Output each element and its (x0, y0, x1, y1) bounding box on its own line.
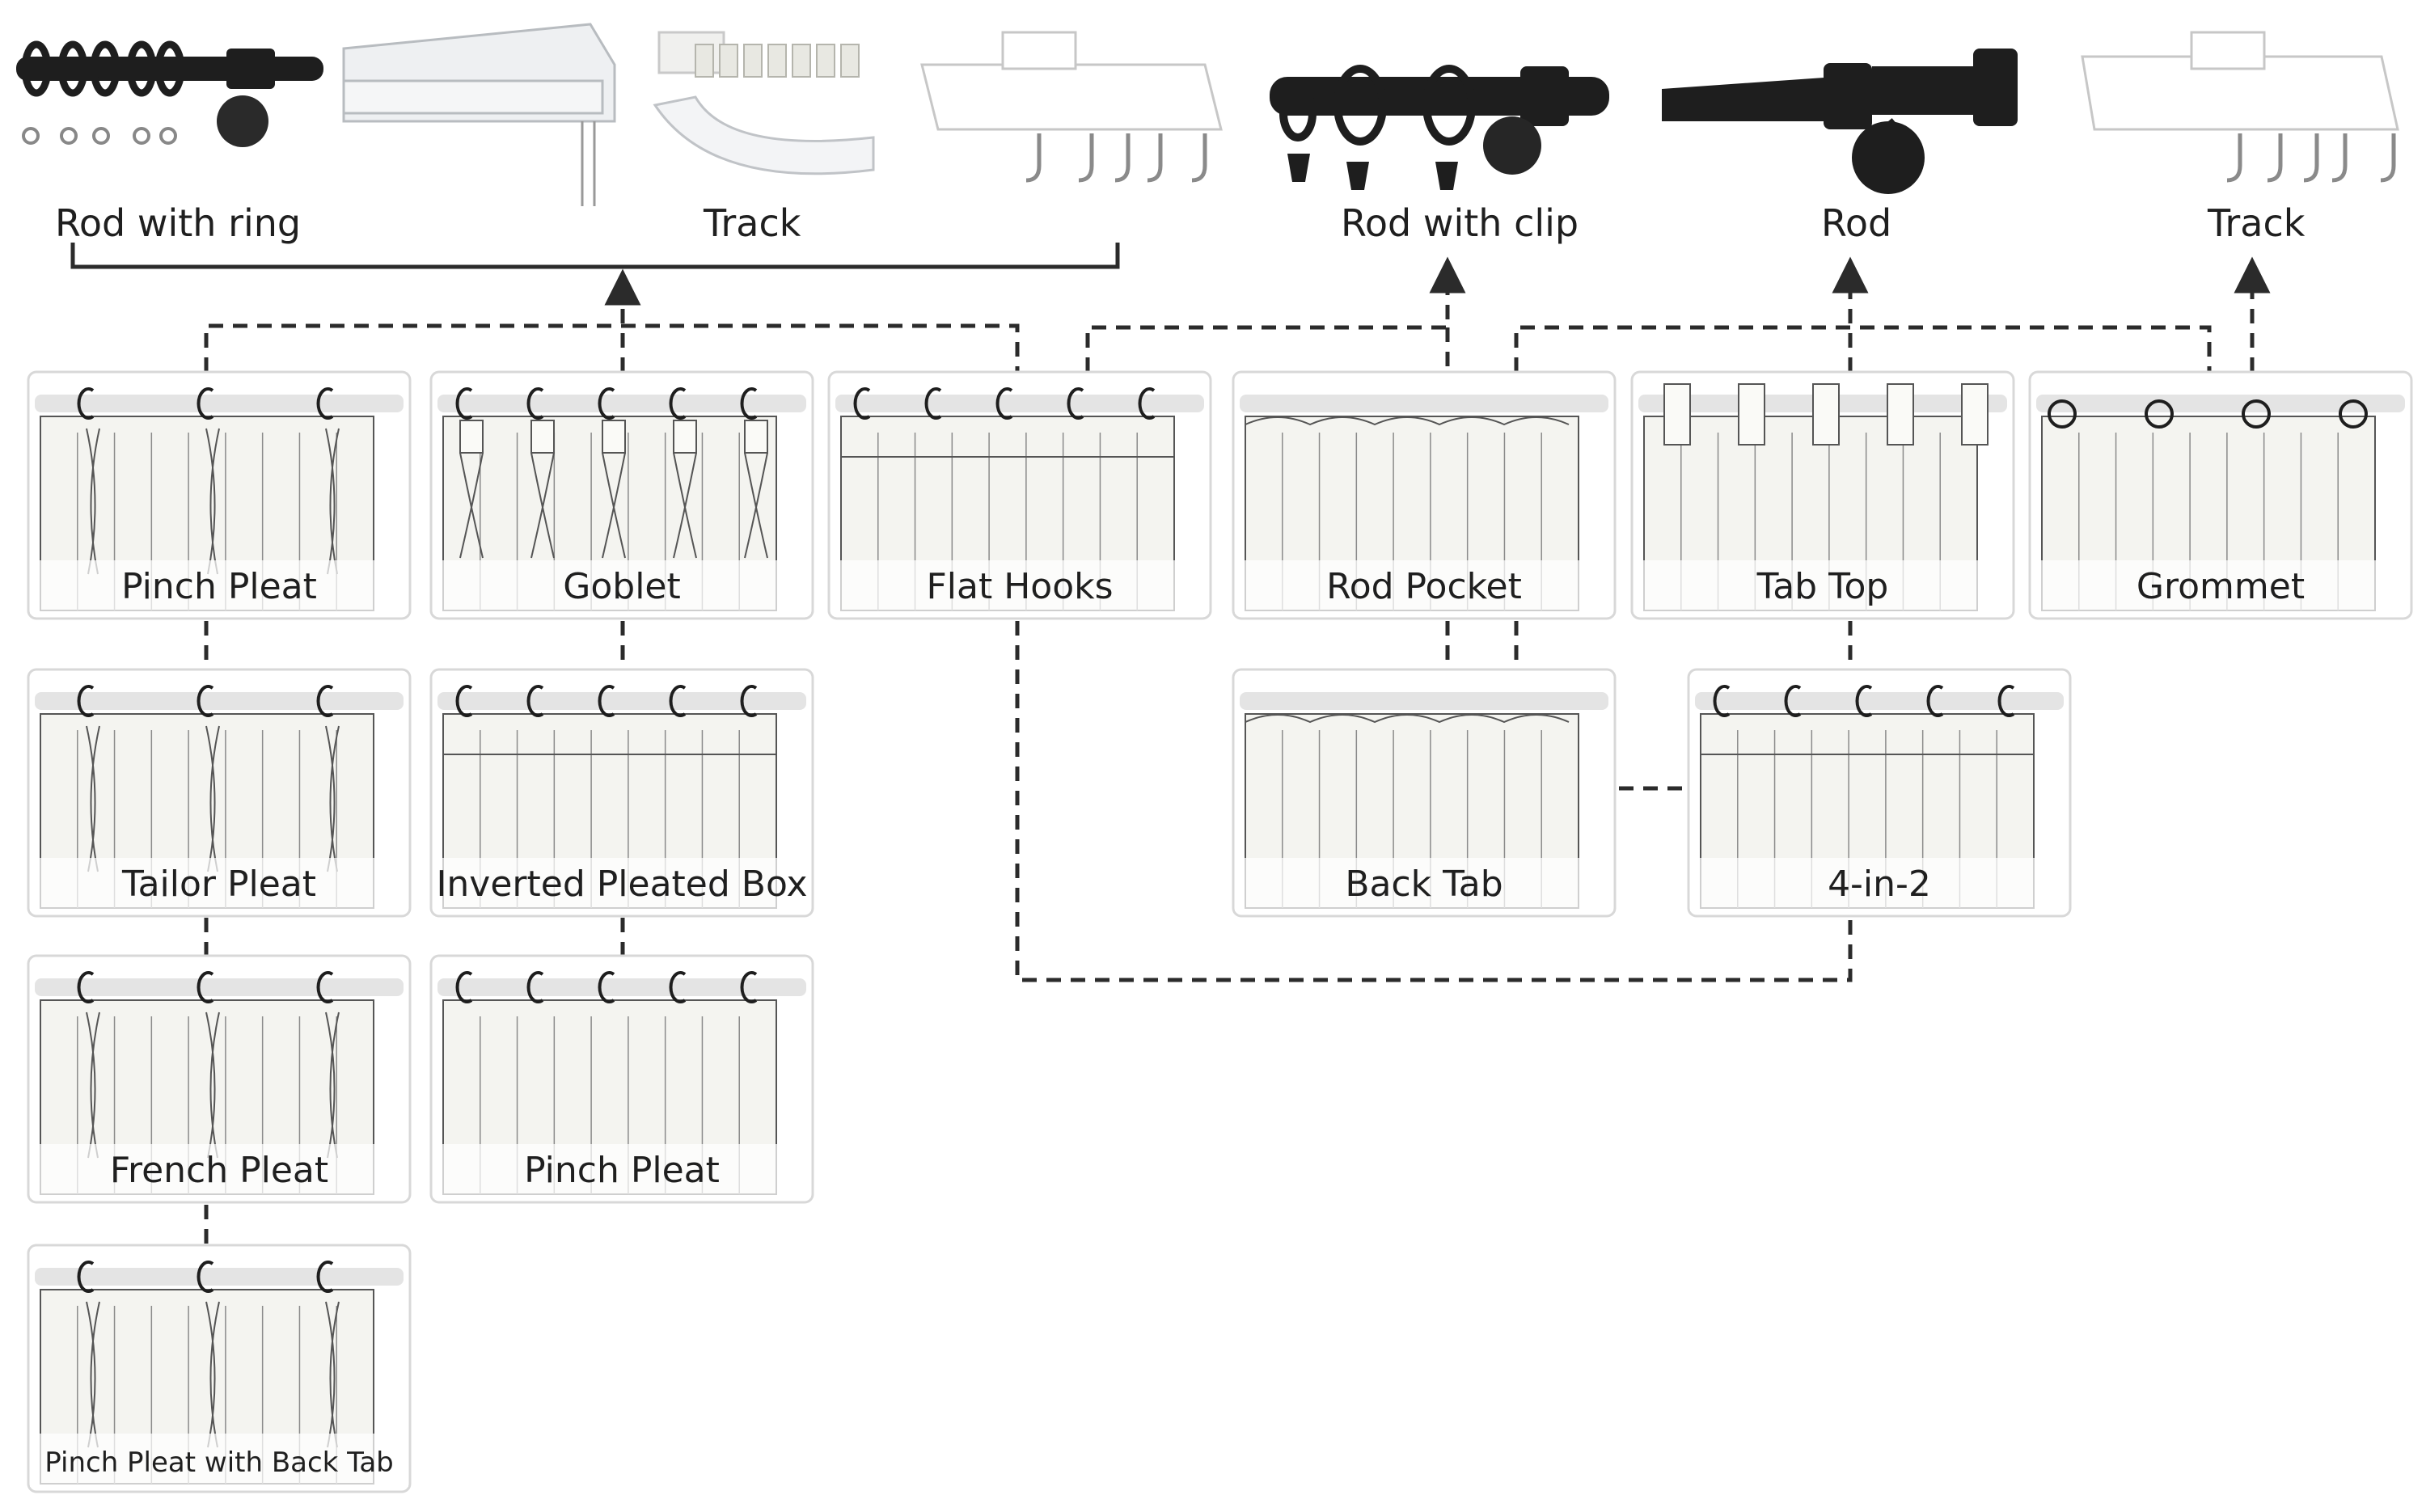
card-inverted-pleated-box: Inverted Pleated Box (429, 668, 814, 918)
card-pinch-pleat: Pinch Pleat (27, 370, 412, 620)
card-pinch-pleat-2: Pinch Pleat (429, 954, 814, 1204)
card-four-in-two-label: 4-in-2 (1828, 864, 1931, 905)
card-four-in-two: 4-in-2 (1687, 668, 2072, 918)
rod-with-ring-image (16, 40, 323, 147)
card-rod-pocket-label: Rod Pocket (1326, 566, 1522, 607)
rod-image (1662, 49, 2018, 194)
card-grommet: Grommet (2028, 370, 2413, 620)
hardware-label-rod: Rod (1821, 201, 1891, 245)
card-goblet: Goblet (429, 370, 814, 620)
card-pinch-pleat-2-label: Pinch Pleat (524, 1150, 720, 1191)
card-flat-hooks-label: Flat Hooks (926, 566, 1113, 607)
card-pinch-pleat-label: Pinch Pleat (121, 566, 317, 607)
card-flat-hooks: Flat Hooks (827, 370, 1212, 620)
card-goblet-label: Goblet (563, 566, 681, 607)
card-pinch-pleat-back-tab: Pinch Pleat with Back Tab (27, 1244, 412, 1493)
hardware-label-rod-with-ring: Rod with ring (55, 201, 301, 245)
card-french-pleat-label: French Pleat (110, 1150, 328, 1191)
card-grommet-label: Grommet (2136, 566, 2305, 607)
left-group-bracket (70, 243, 1120, 269)
heading-cards: Pinch Pleat Goblet Flat Hooks Rod Pocket Tab… (27, 370, 2413, 1493)
card-rod-pocket: Rod Pocket (1232, 370, 1617, 620)
hardware-label-track: Track (2207, 201, 2306, 245)
card-inverted-pleated-box-label: Inverted Pleated Box (436, 864, 807, 905)
card-tailor-pleat: Tailor Pleat (27, 668, 412, 918)
card-french-pleat: French Pleat (27, 954, 412, 1204)
track-group-image (342, 23, 1223, 206)
track-image (2081, 31, 2399, 183)
card-tab-top: Tab Top (1630, 370, 2015, 620)
card-back-tab-label: Back Tab (1345, 864, 1503, 905)
hardware-row (16, 23, 2399, 206)
card-back-tab: Back Tab (1232, 668, 1617, 918)
connector-lines (204, 256, 2271, 1245)
card-tailor-pleat-label: Tailor Pleat (121, 864, 316, 905)
hardware-label-rod-with-clip: Rod with clip (1341, 201, 1579, 245)
card-pinch-pleat-back-tab-label: Pinch Pleat with Back Tab (44, 1447, 394, 1479)
rod-with-clip-image (1270, 65, 1609, 190)
card-tab-top-label: Tab Top (1756, 566, 1889, 607)
hardware-label-track-group: Track (703, 201, 801, 245)
